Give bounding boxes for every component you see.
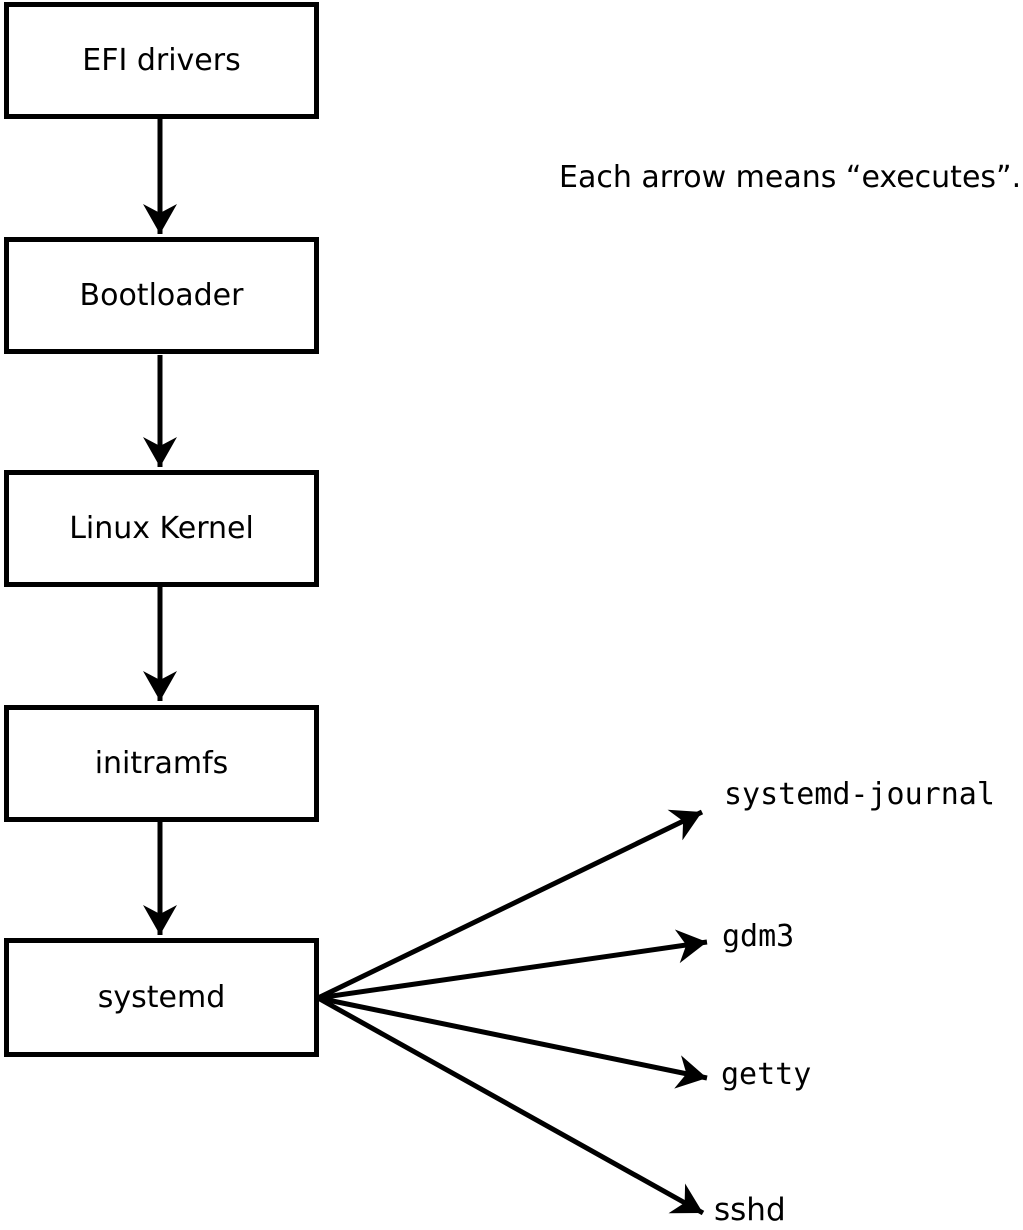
- legend-note: Each arrow means “executes”.: [559, 160, 1022, 195]
- node-label: initramfs: [94, 745, 229, 781]
- label-systemd-journal: systemd-journal: [724, 777, 995, 812]
- node-label: Bootloader: [79, 277, 244, 313]
- node-linux-kernel: Linux Kernel: [4, 470, 319, 587]
- arrow-systemd-to-sshd: [316, 995, 705, 1216]
- label-gdm3: gdm3: [722, 919, 795, 954]
- arrow-systemd-to-gdm3: [317, 929, 708, 1001]
- node-label: systemd: [97, 979, 226, 1015]
- label-sshd: sshd: [714, 1192, 786, 1228]
- arrow-systemd-to-getty: [317, 995, 708, 1089]
- node-efi-drivers: EFI drivers: [4, 2, 319, 119]
- node-bootloader: Bootloader: [4, 237, 319, 354]
- label-getty: getty: [721, 1057, 812, 1092]
- node-label: EFI drivers: [82, 42, 241, 78]
- node-initramfs: initramfs: [4, 705, 319, 822]
- node-label: Linux Kernel: [69, 510, 254, 546]
- arrow-systemd-to-journal: [316, 809, 704, 1001]
- node-systemd: systemd: [4, 938, 319, 1057]
